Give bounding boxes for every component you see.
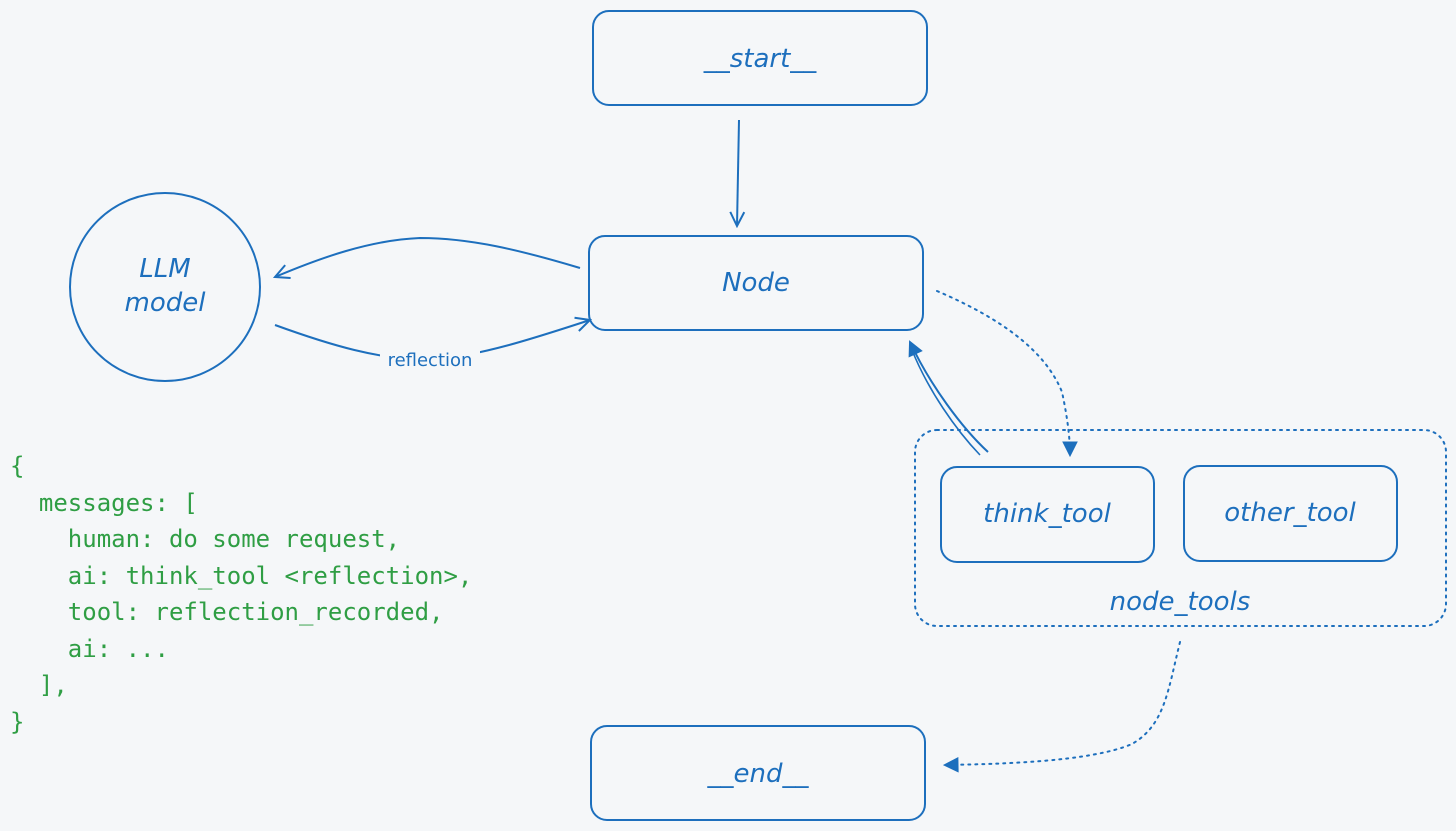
messages-code-block: { messages: [ human: do some request, ai… [10,448,472,740]
code-line: } [10,707,25,736]
other-tool-node[interactable]: other_tool [1183,465,1398,562]
other-tool-label: other_tool [1224,498,1356,528]
think-tool-label: think_tool [983,499,1111,529]
llm-model-label-line1: LLM [139,254,190,284]
node-node[interactable]: Node [588,235,924,331]
start-node-label: __start__ [703,44,818,74]
llm-model-node[interactable]: LLM model [69,192,261,382]
edge-reflection-label: reflection [388,350,473,371]
node-node-label: Node [722,268,790,298]
code-line: messages: [ [10,488,198,517]
end-node-label: __end__ [707,759,810,789]
code-line: { [10,452,25,480]
node-tools-group[interactable]: node_tools [914,429,1447,627]
edge-node-tools-to-end [945,641,1181,765]
code-line: ], [10,671,68,699]
code-line: tool: reflection_recorded, [10,598,444,626]
code-line: ai: ... [10,634,169,663]
node-tools-group-label: node_tools [1110,587,1251,617]
think-tool-node[interactable]: think_tool [940,466,1155,563]
edge-think-tool-to-node-second-stroke [911,349,981,456]
code-line: ai: think_tool <reflection>, [10,561,473,590]
code-line: human: do some request, [10,525,401,553]
llm-model-label-line2: model [125,288,207,318]
start-node[interactable]: __start__ [592,10,928,106]
end-node[interactable]: __end__ [590,725,926,821]
edge-start-to-node [737,119,739,226]
edge-think-tool-to-node [910,342,989,453]
edge-label-bg [380,348,480,370]
edge-node-to-llm [275,236,581,277]
